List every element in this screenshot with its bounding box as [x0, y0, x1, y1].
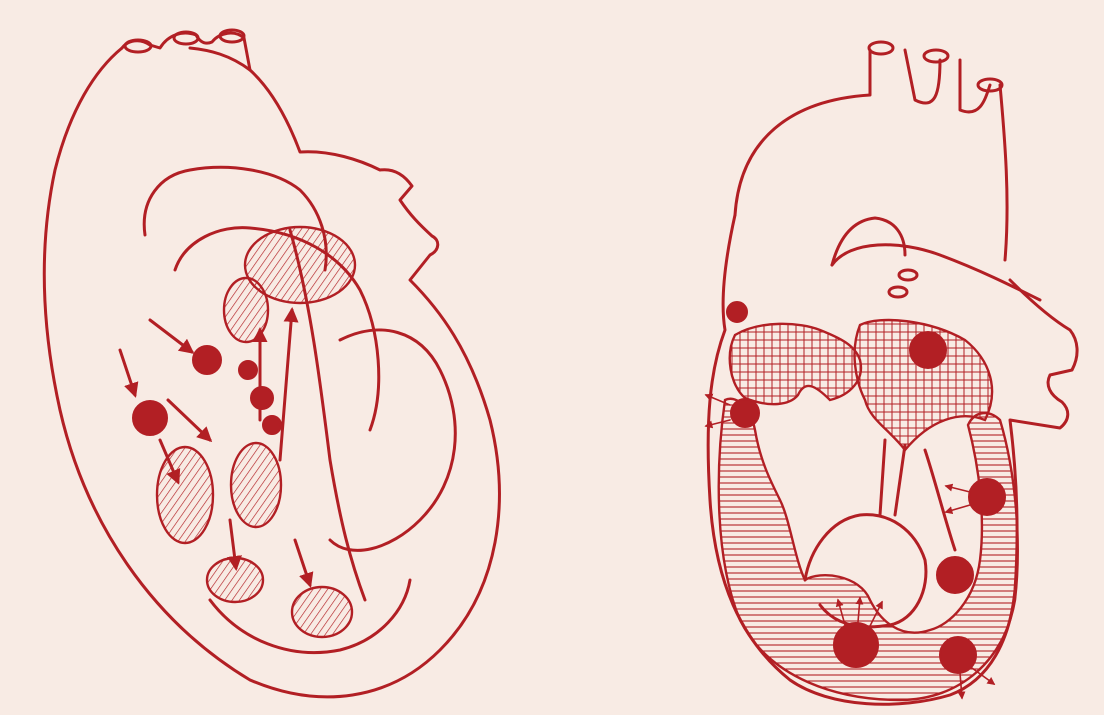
left-flow-arrow-6: [295, 540, 310, 585]
right-chordae-1: [880, 440, 885, 515]
right-chordae-3: [925, 450, 955, 550]
left-flow-arrow-7: [280, 310, 292, 460]
right-lesion-7: [727, 302, 747, 322]
left-clot-1: [133, 401, 167, 435]
left-clot-5: [263, 416, 281, 434]
right-lesion-2: [910, 332, 946, 368]
right-lesion-4: [937, 557, 973, 593]
right-lesion-3: [969, 479, 1005, 515]
right-valve-band: [730, 324, 861, 404]
left-clot-4: [251, 387, 273, 409]
left-heart-drawing: [44, 30, 499, 697]
right-heart-drawing: [706, 42, 1077, 704]
left-clot-2: [193, 346, 221, 374]
left-flow-arrow-2: [150, 320, 192, 352]
right-lesion-5: [834, 623, 878, 667]
right-ray-3: [946, 486, 970, 492]
right-pore-1: [899, 270, 917, 280]
right-pore-2: [889, 287, 907, 297]
right-ray-4: [946, 505, 970, 512]
left-hatched-region-4: [231, 443, 281, 527]
left-clot-3: [239, 361, 257, 379]
right-lesion-1: [731, 399, 759, 427]
left-flow-arrow-3: [168, 400, 210, 440]
right-pulmonary-band: [832, 245, 1040, 300]
right-aorta: [735, 50, 1007, 260]
right-chordae-2: [895, 445, 905, 515]
left-flow-arrow-1: [120, 350, 135, 395]
left-ventricle-inner: [330, 330, 455, 550]
left-hatched-region-3: [157, 447, 213, 543]
left-hatched-region-6: [292, 587, 352, 637]
right-vessel-1: [869, 42, 893, 54]
left-heart-outline: [44, 48, 499, 697]
right-upper-chamber: [832, 218, 905, 265]
right-vessel-2: [924, 50, 948, 62]
right-lesion-6: [940, 637, 976, 673]
